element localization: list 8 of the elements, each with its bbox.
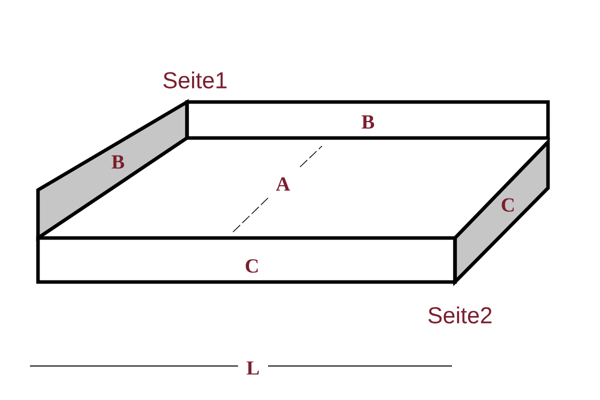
- dimension-label: L: [246, 361, 259, 375]
- edge-letter: B: [362, 115, 374, 129]
- edge-letter: C: [502, 198, 514, 212]
- side-label: Seite1: [163, 72, 226, 88]
- edge-letter: A: [276, 177, 290, 191]
- side-label: Seite2: [428, 306, 492, 324]
- edge-letter: C: [246, 259, 258, 273]
- edge-letter: B: [112, 155, 124, 169]
